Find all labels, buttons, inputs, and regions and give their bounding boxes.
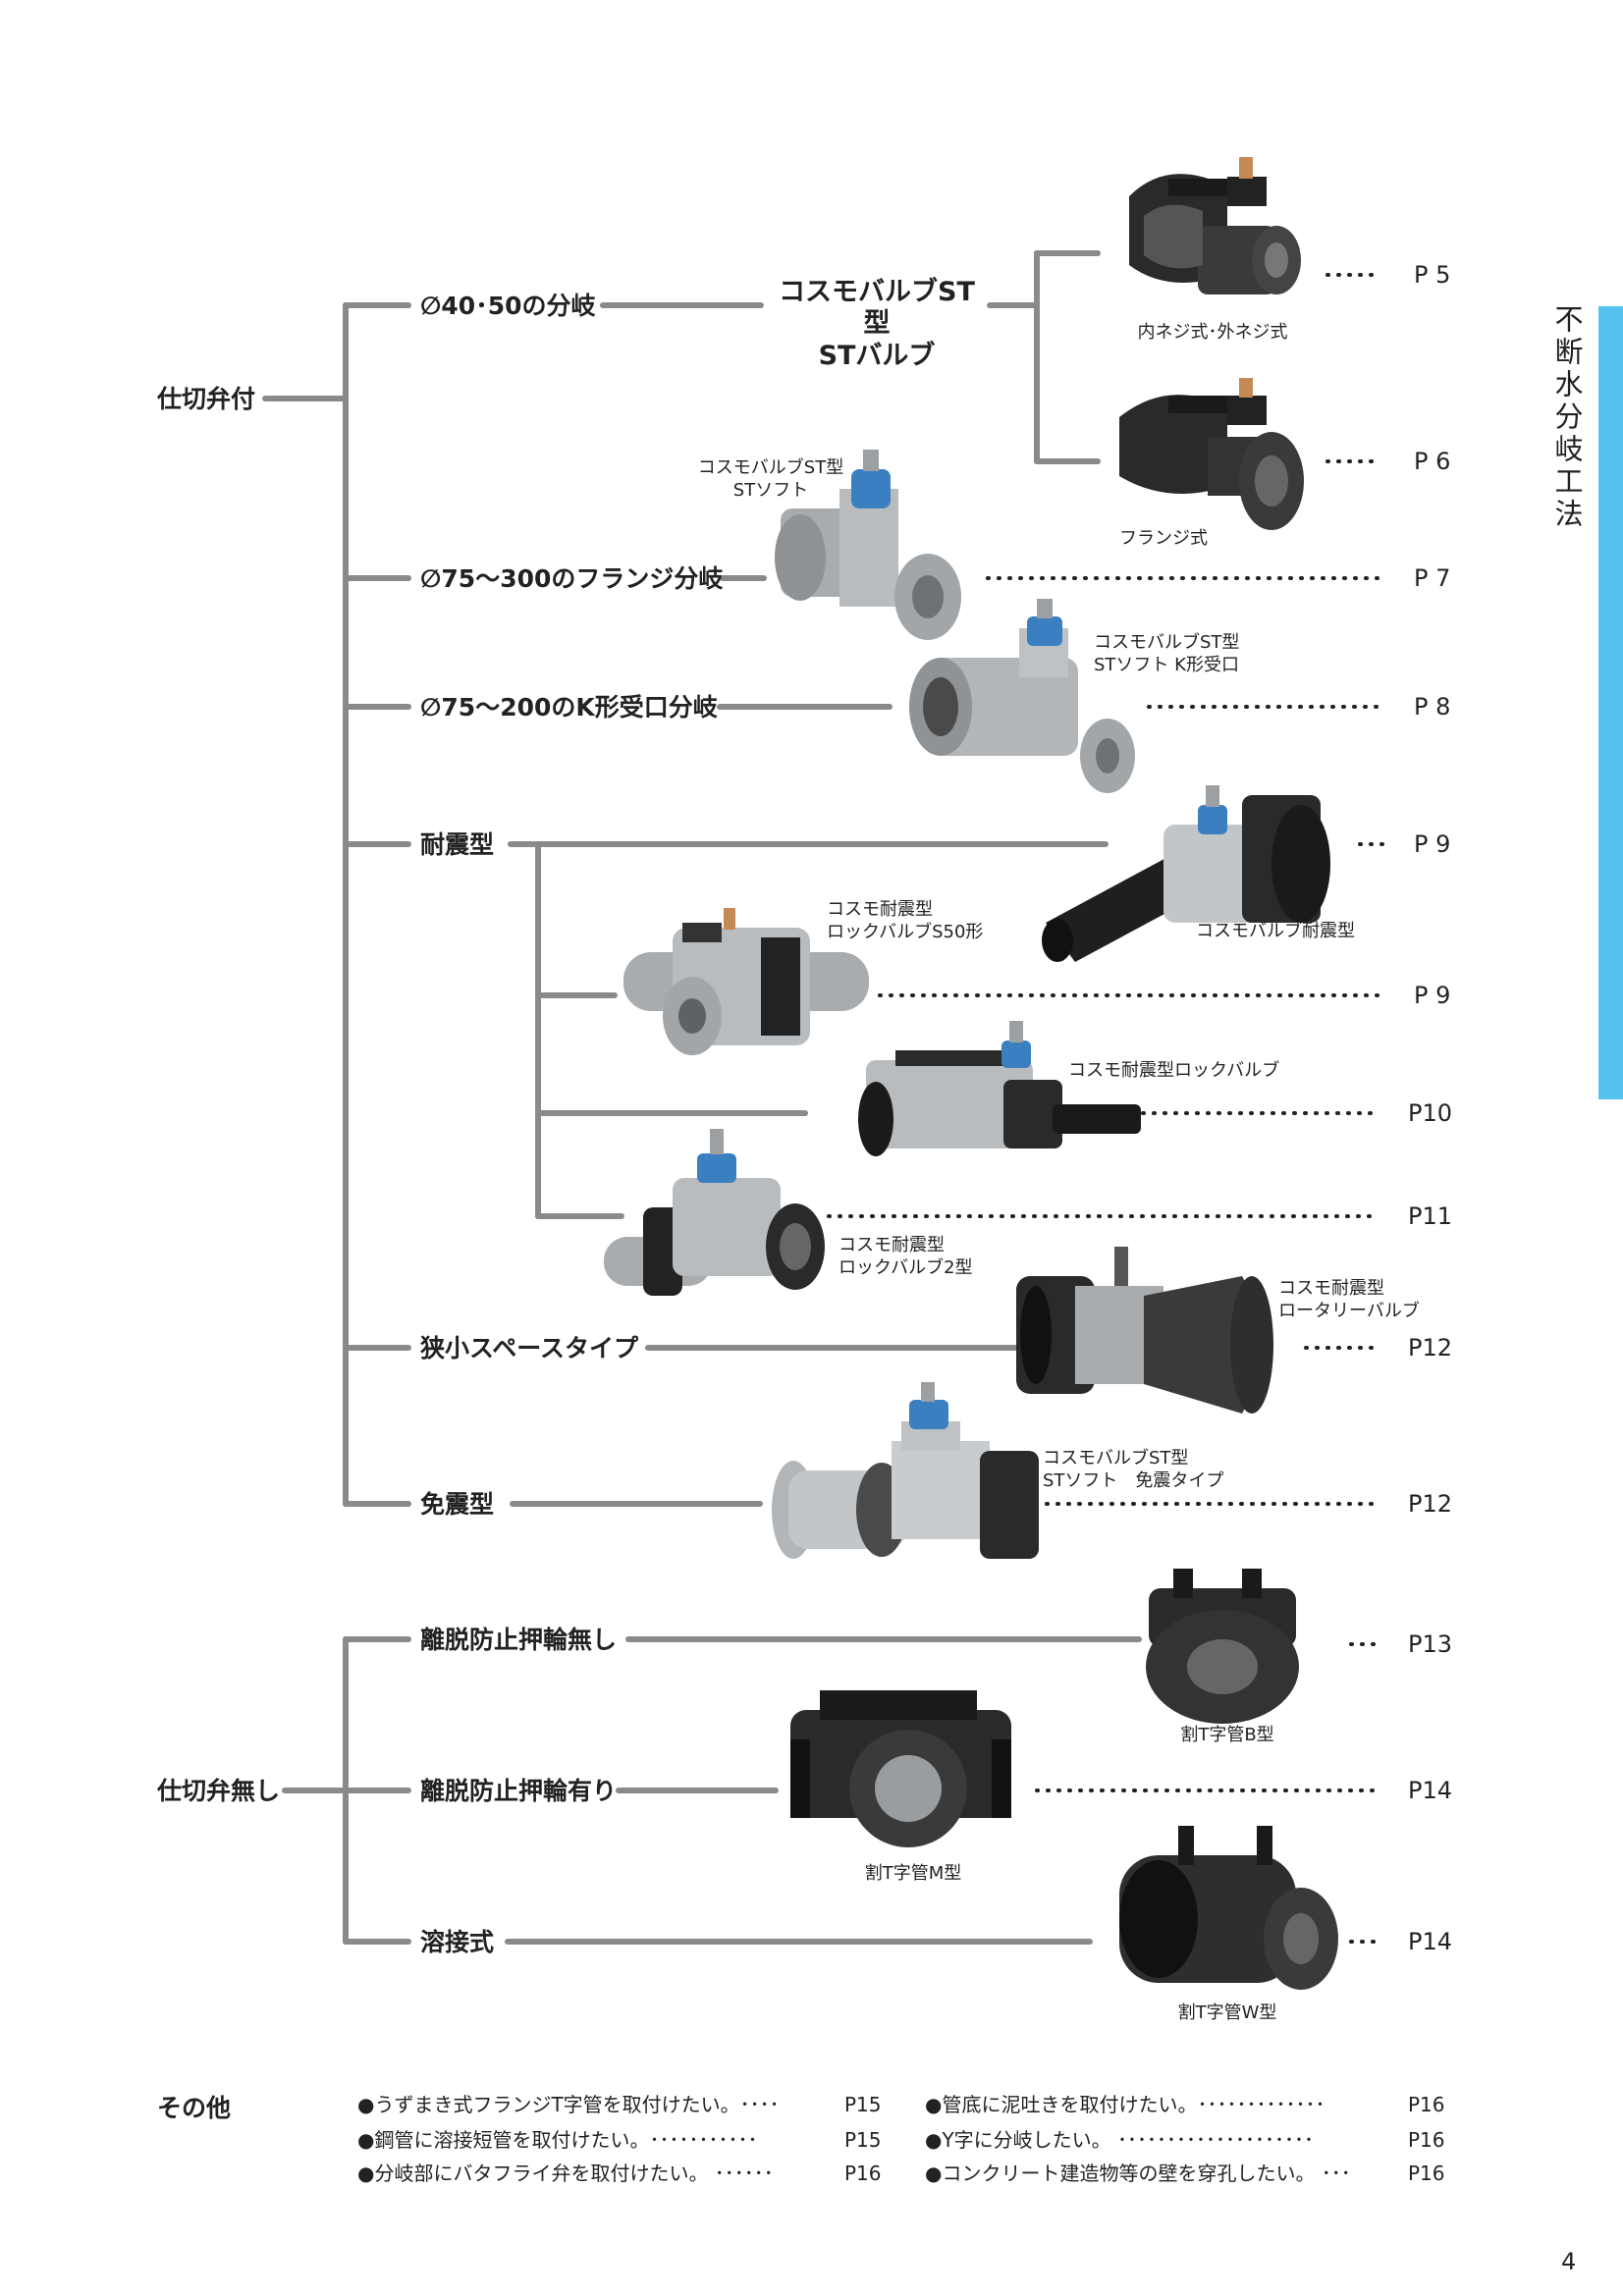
page-ref-p7: P 7	[1414, 564, 1451, 592]
page-number: 4	[1561, 2248, 1577, 2275]
product-st-flange-image	[1119, 378, 1304, 530]
page-ref-p14: P14	[1408, 1777, 1453, 1804]
page-ref-p5: P 5	[1414, 261, 1451, 289]
caption-isolation: コスモバルブST型 STソフト 免震タイプ	[1043, 1448, 1224, 1491]
product-tee-b-image	[1146, 1569, 1299, 1724]
sidebar-accent-bar	[1598, 306, 1623, 1099]
caption-tee-w: 割T字管W型	[1177, 2002, 1277, 2023]
branch-welded: 溶接式	[420, 1928, 495, 1956]
branch-flange: ∅75〜300のフランジ分岐	[420, 564, 724, 593]
others-item: ●分岐部にバタフライ弁を取付けたい。 ･･････	[357, 2162, 774, 2185]
caption-inner-outer-thread: 内ネジ式･外ネジ式	[1137, 322, 1288, 343]
branch-no-ring: 離脱防止押輪無し	[420, 1626, 618, 1654]
caption-lock-s50: コスモ耐震型 ロックバルブS50形	[827, 899, 984, 942]
others-item-page: P15	[844, 2128, 882, 2152]
others-item-page: P16	[1408, 2093, 1445, 2116]
group-with-valve: 仕切弁付	[157, 385, 256, 413]
page-ref-p11: P11	[1408, 1202, 1453, 1230]
product-lock-valve-image	[858, 1021, 1141, 1156]
product-st-soft-image	[775, 450, 961, 640]
caption-seismic-valve: コスモバルブ耐震型	[1196, 921, 1355, 941]
product-seismic-valve-image	[1042, 785, 1330, 962]
product-tee-w-image	[1119, 1826, 1338, 1990]
branch-seismic: 耐震型	[420, 830, 495, 859]
branch-narrow-space: 狭小スペースタイプ	[420, 1334, 639, 1362]
others-item-page: P16	[1408, 2128, 1445, 2152]
product-isolation-image	[772, 1382, 1039, 1559]
page-ref-p10: P10	[1408, 1099, 1453, 1127]
branch-40-50: ∅40･50の分岐	[420, 292, 596, 320]
others-item-page: P16	[844, 2162, 882, 2185]
others-item: ●鋼管に溶接短管を取付けたい。･･･････････	[357, 2128, 758, 2152]
caption-flange-type: フランジ式	[1119, 528, 1208, 549]
others-item-page: P16	[1408, 2162, 1445, 2185]
page-ref-p8: P 8	[1414, 693, 1451, 721]
others-item: ●コンクリート建造物等の壁を穿孔したい。 ･･･	[925, 2162, 1351, 2185]
product-lock-s50-image	[623, 908, 869, 1055]
product-st-name: コスモバルブST型 STバルブ	[779, 277, 975, 371]
page-ref-p13: P13	[1408, 1630, 1453, 1658]
product-st-soft-k-image	[909, 599, 1135, 793]
others-item: ●Y字に分岐したい。 ････････････････････	[925, 2128, 1315, 2152]
page-ref-p14: P14	[1408, 1928, 1453, 1955]
product-lock2-image	[604, 1129, 825, 1296]
page-ref-p9: P 9	[1414, 830, 1451, 858]
page-ref-p9: P 9	[1414, 982, 1451, 1009]
others-item: ●管底に泥吐きを取付けたい。･････････････	[925, 2093, 1325, 2116]
product-st-threaded-image	[1129, 157, 1301, 294]
branch-isolation: 免震型	[420, 1490, 495, 1519]
caption-lock2: コスモ耐震型 ロックバルブ2型	[839, 1235, 973, 1278]
caption-st-soft-k: コスモバルブST型 STソフト K形受口	[1094, 632, 1240, 675]
product-rotary-image	[1016, 1247, 1273, 1414]
others-item: ●うずまき式フランジT字管を取付けたい。････	[357, 2093, 780, 2116]
sidebar-title: 不断水分岐工法	[1550, 304, 1584, 531]
others-heading: その他	[157, 2094, 232, 2122]
caption-st-soft: コスモバルブST型 STソフト	[697, 457, 844, 501]
product-tee-m-image	[790, 1690, 1011, 1847]
caption-tee-m: 割T字管M型	[864, 1863, 962, 1884]
page-ref-p6: P 6	[1414, 448, 1451, 475]
branch-with-ring: 離脱防止押輪有り	[420, 1777, 618, 1805]
page-ref-p12: P12	[1408, 1490, 1453, 1518]
caption-tee-b: 割T字管B型	[1180, 1725, 1274, 1745]
caption-lock-valve: コスモ耐震型ロックバルブ	[1068, 1060, 1280, 1081]
caption-rotary: コスモ耐震型 ロータリーバルブ	[1278, 1278, 1420, 1321]
page-ref-p12: P12	[1408, 1334, 1453, 1362]
branch-k-socket: ∅75〜200のK形受口分岐	[420, 693, 718, 721]
others-item-page: P15	[844, 2093, 882, 2116]
group-without-valve: 仕切弁無し	[157, 1777, 281, 1805]
